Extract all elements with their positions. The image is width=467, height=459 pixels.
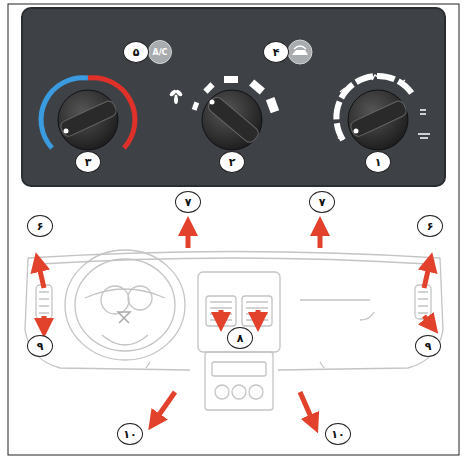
callout-number: ۹ (415, 335, 441, 357)
callout-number: ۸ (227, 327, 253, 349)
callout-number: ۶ (27, 215, 53, 237)
callout-number: ۱۰ (325, 423, 351, 445)
callout-number: ۷ (309, 191, 335, 213)
button-label: A/C (153, 48, 168, 57)
callout-number: ۲ (219, 151, 245, 173)
callout-number: ۷ (175, 191, 201, 213)
callout-number: ۵ (123, 41, 149, 63)
callout-number: ۴ (263, 41, 289, 63)
callout-number: ۱ (365, 151, 391, 173)
ac-button: A/C (148, 40, 172, 64)
callout-number: ۳ (75, 151, 101, 173)
callout-number: ۹ (27, 335, 53, 357)
callout-number: ۶ (417, 215, 443, 237)
callout-number: ۱۰ (117, 423, 143, 445)
